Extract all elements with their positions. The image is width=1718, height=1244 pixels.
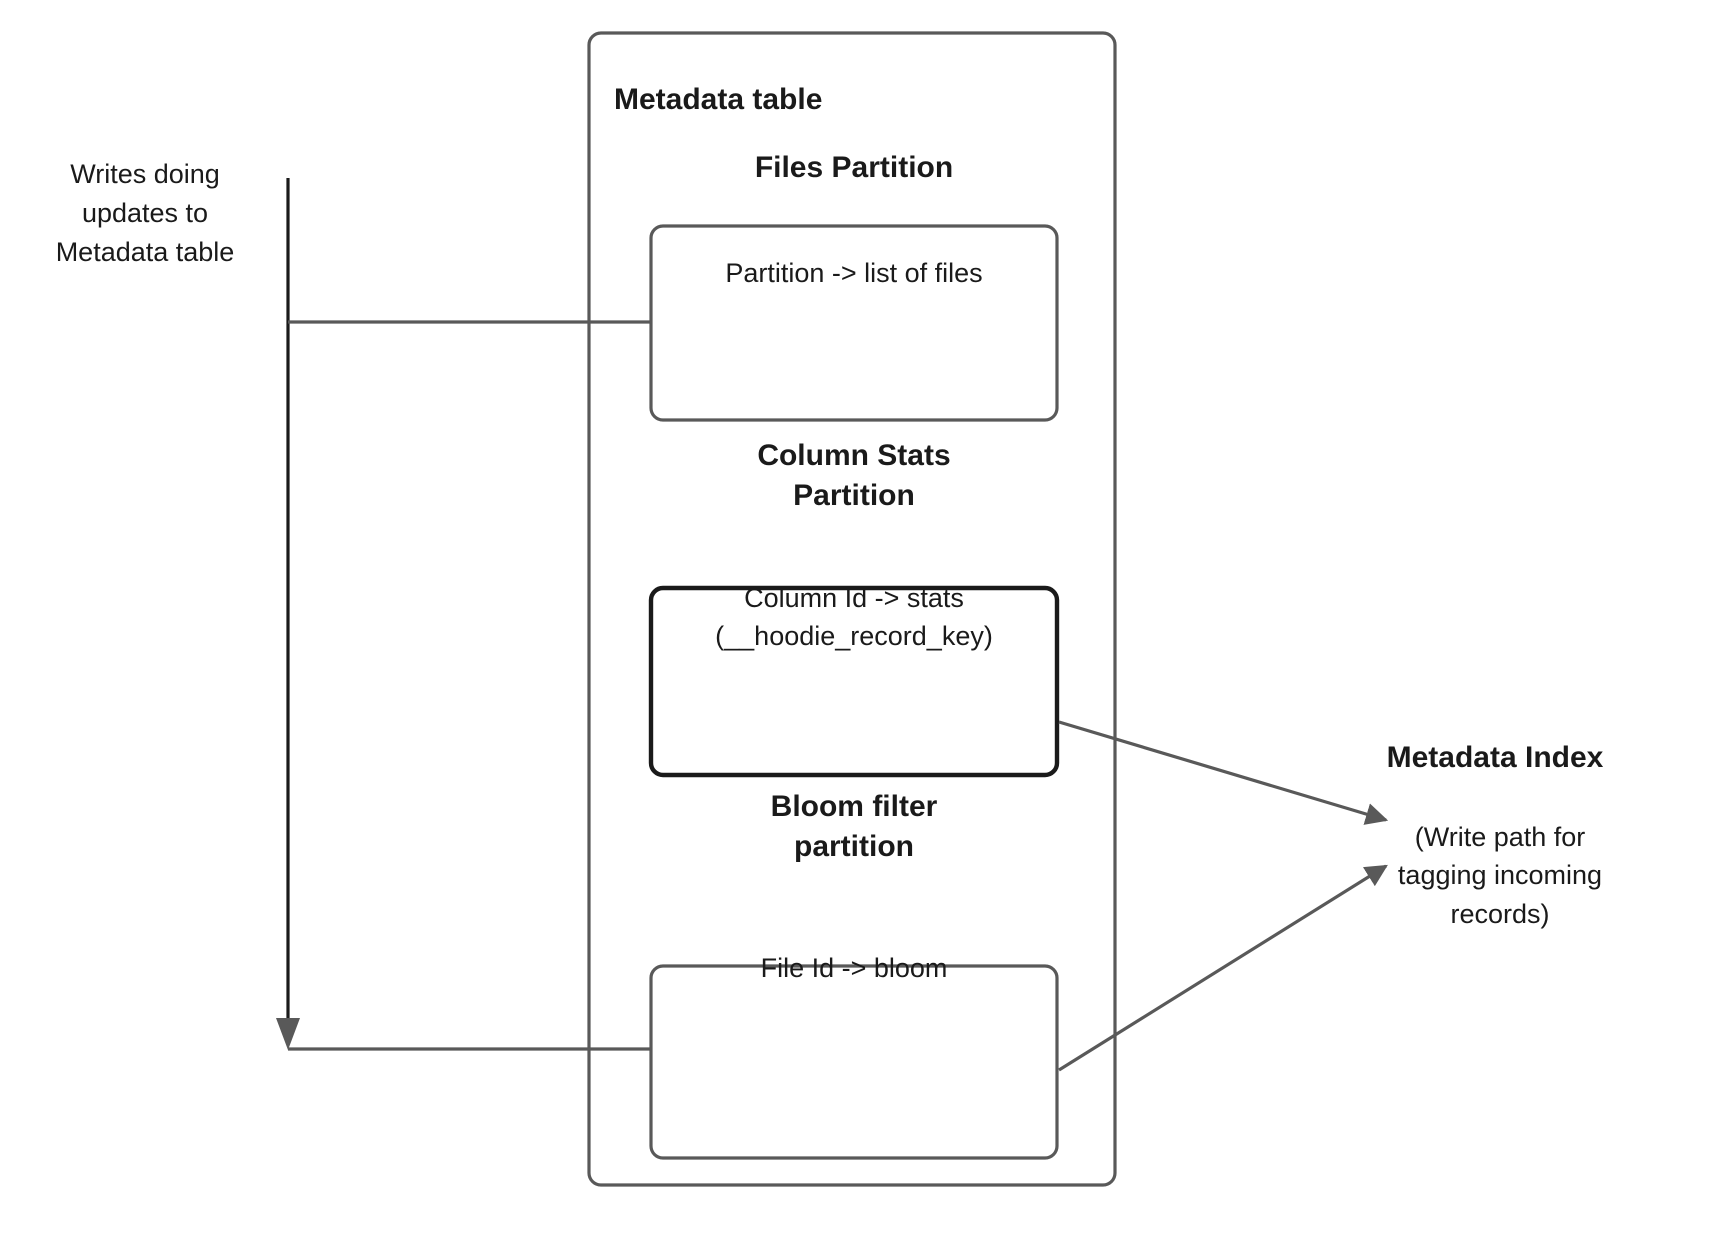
files-partition-heading: Files Partition	[754, 151, 954, 184]
column-stats-box	[648, 585, 1060, 778]
metadata-table-outer-box	[587, 31, 1117, 1187]
bloom-filter-box	[649, 964, 1059, 1160]
bloom-filter-partition-heading: Bloom filter partition	[770, 790, 938, 863]
column-stats-partition-heading: Column Stats Partition	[757, 439, 951, 512]
writes-trunk-arrowhead	[276, 1018, 300, 1050]
column-stats-to-metadata-index-arrow	[1058, 720, 1389, 825]
writes-doing-updates-label: Writes doing updates to Metadata table	[55, 159, 235, 268]
metadata-index-title: Metadata Index	[1386, 741, 1604, 774]
bloom-filter-to-metadata-index-arrow	[1058, 864, 1388, 1072]
bloom-filter-box-text: File Id -> bloom	[760, 953, 948, 983]
column-stats-box-text: Column Id -> stats (__hoodie_record_key)	[715, 583, 993, 651]
metadata-index-caption: (Write path for tagging incoming records…	[1397, 822, 1603, 929]
metadata-table-title: Metadata table	[614, 83, 823, 116]
files-partition-box-text: Partition -> list of files	[725, 258, 983, 288]
